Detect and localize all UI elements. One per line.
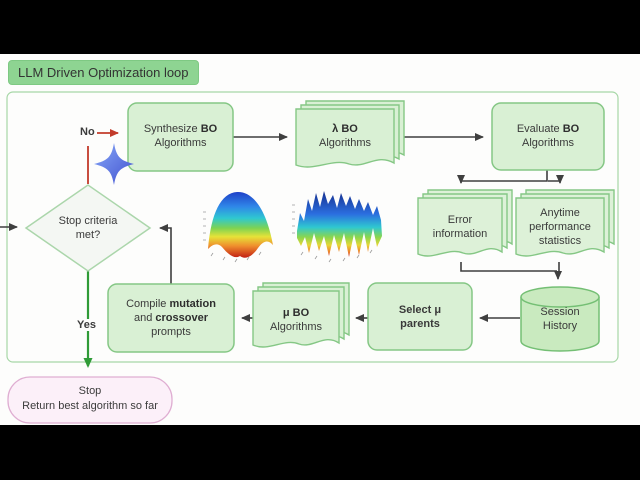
session-line1: Session bbox=[540, 306, 580, 318]
anytime-doc-stack bbox=[515, 189, 615, 257]
mu-bold: μ BO bbox=[282, 307, 310, 319]
letterbox-bottom-bar bbox=[0, 425, 640, 480]
compile-l1-bold: mutation bbox=[169, 298, 216, 310]
session-history-cylinder bbox=[520, 286, 600, 352]
evaluate-label: Evaluate BO Algorithms bbox=[492, 122, 604, 150]
compile-label: Compile mutation and crossover prompts bbox=[108, 297, 234, 339]
decision-diamond bbox=[24, 184, 152, 272]
error-line1: Error bbox=[447, 214, 473, 226]
yes-branch-label: Yes bbox=[75, 319, 98, 331]
compile-l1: Compile bbox=[126, 298, 170, 310]
synthesize-label: Synthesize BO Algorithms bbox=[128, 122, 233, 150]
decision-label: Stop criteria met? bbox=[38, 214, 138, 242]
synthesize-bold: BO bbox=[200, 123, 218, 135]
mu-algos-label: μ BO Algorithms bbox=[253, 306, 339, 334]
select-line2: parents bbox=[400, 318, 440, 330]
synthesize-line2: Algorithms bbox=[154, 137, 207, 149]
lambda-line2: Algorithms bbox=[319, 137, 371, 149]
mu-line2: Algorithms bbox=[270, 321, 322, 333]
edge-evaluate-to-anytime bbox=[548, 175, 564, 184]
error-doc-stack bbox=[417, 189, 513, 257]
evaluate-line2: Algorithms bbox=[522, 137, 574, 149]
connector-arrows bbox=[0, 133, 564, 322]
evaluate-text: Evaluate bbox=[516, 123, 563, 135]
edge-error-to-session bbox=[460, 262, 557, 272]
compile-l3: prompts bbox=[151, 326, 191, 338]
compile-prompts-box bbox=[107, 283, 235, 353]
llm-sparkle-icon bbox=[94, 143, 134, 185]
no-branch-label: No bbox=[78, 126, 97, 138]
compile-l2: and bbox=[133, 312, 156, 324]
stop-line1: Stop bbox=[78, 385, 102, 397]
stop-line2: Return best algorithm so far bbox=[22, 400, 158, 412]
lambda-label: λ BO Algorithms bbox=[296, 122, 394, 150]
decision-line1: Stop criteria bbox=[58, 215, 118, 227]
decision-branches bbox=[83, 129, 119, 368]
decision-line2: met? bbox=[75, 229, 101, 241]
anytime-line3: statistics bbox=[538, 235, 582, 247]
stop-label: Stop Return best algorithm so far bbox=[10, 384, 170, 414]
anytime-line1: Anytime bbox=[540, 207, 580, 219]
diagram-title: LLM Driven Optimization loop bbox=[8, 60, 199, 85]
evaluate-bold: BO bbox=[562, 123, 580, 135]
lambda-doc-stack bbox=[295, 100, 405, 168]
letterbox-top-bar bbox=[0, 0, 640, 54]
anytime-line2: performance bbox=[529, 221, 591, 233]
synthesize-box bbox=[127, 102, 234, 172]
rugged-surface-plot bbox=[292, 191, 382, 263]
error-info-label: Error information bbox=[418, 213, 502, 241]
evaluate-box bbox=[491, 102, 605, 171]
select-parents-box bbox=[367, 282, 473, 351]
lambda-bold: λ BO bbox=[332, 123, 358, 135]
mu-doc-stack bbox=[252, 282, 350, 348]
stop-terminator bbox=[7, 376, 173, 424]
anytime-stats-label: Anytime performance statistics bbox=[514, 206, 606, 248]
edge-compile-to-decision bbox=[159, 224, 172, 284]
synthesize-text: Synthesize bbox=[143, 123, 201, 135]
select-line1: Select μ bbox=[398, 304, 442, 316]
session-history-label: Session History bbox=[521, 305, 599, 333]
compile-l2-bold: crossover bbox=[155, 312, 208, 324]
smooth-surface-plot bbox=[203, 191, 273, 263]
error-line2: information bbox=[432, 228, 488, 240]
select-parents-label: Select μ parents bbox=[368, 303, 472, 331]
edge-evaluate-to-error bbox=[457, 170, 548, 184]
session-line2: History bbox=[542, 320, 578, 332]
